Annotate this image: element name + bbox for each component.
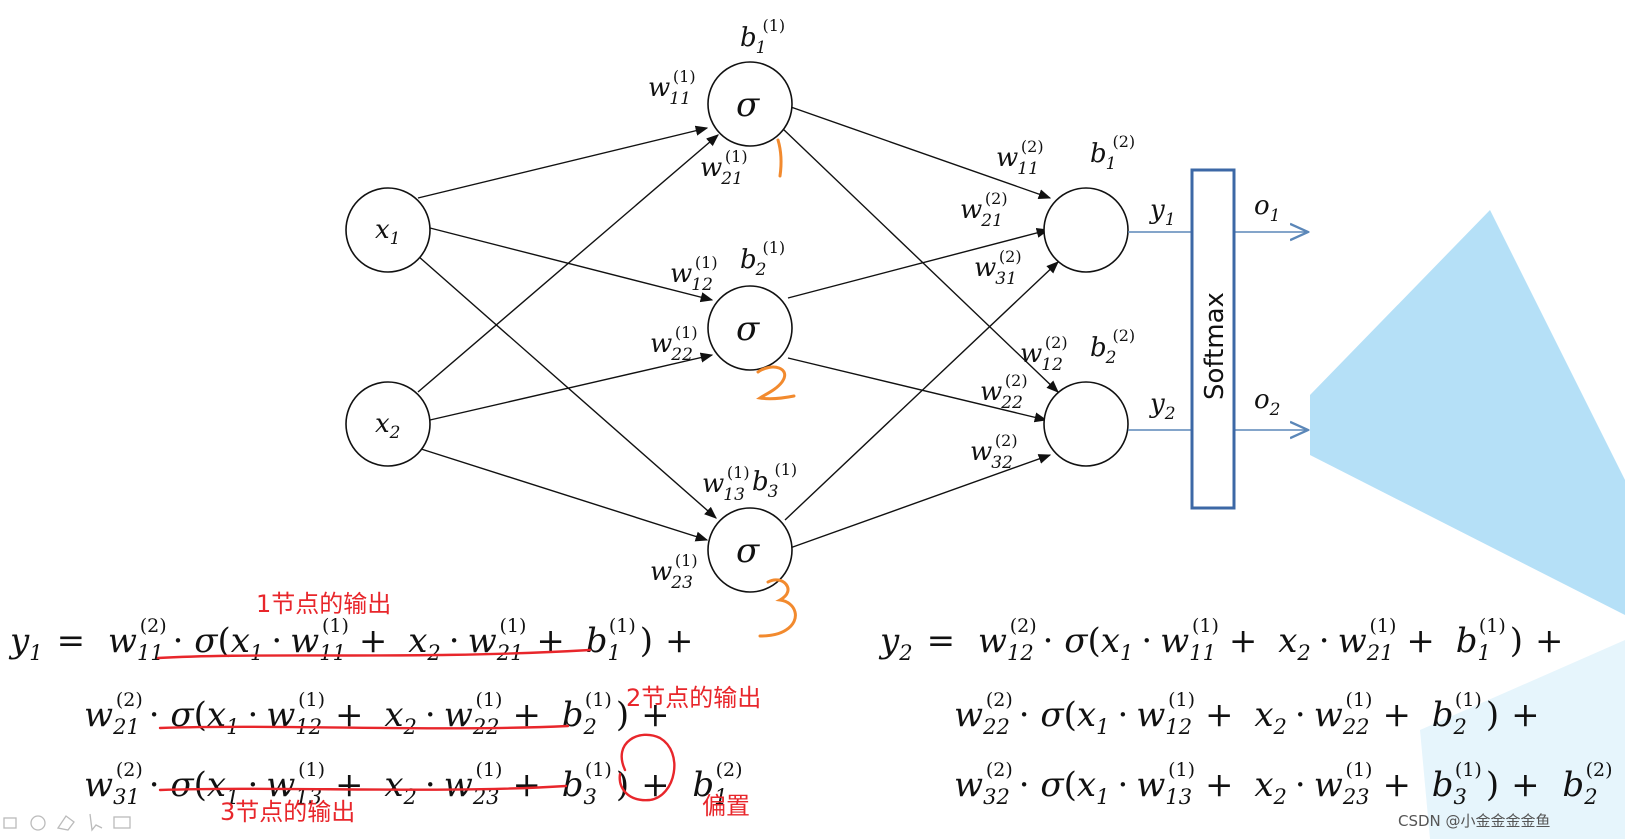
eq-y2-line2: w22(2)· σ(x1·w12(1)+ x2·w22(1)+ b2(1))+: [954, 689, 1540, 739]
label-w21-2: w21(2): [960, 189, 1008, 231]
layer2-connections: [781, 105, 1059, 549]
label-w11-2: w11(2): [996, 137, 1044, 179]
edge-x1-h2: [429, 227, 714, 303]
edge-h2-o1: [787, 227, 1050, 299]
sigma-symbol-1: σ: [736, 85, 760, 125]
label-o2: o2: [1254, 385, 1280, 420]
sigma-symbol-2: σ: [736, 309, 760, 349]
output-lines: [1128, 232, 1308, 430]
eq-y1-line1: y1= w11(2)· σ(x1·w11(1)+ x2·w21(1)+ b1(1…: [8, 615, 694, 665]
edge-x1-h1: [417, 125, 709, 199]
hidden-node-1: [707, 61, 793, 147]
mark-node-2: [756, 365, 796, 401]
orange-node-marks: [756, 138, 797, 638]
edge-h3-o1: [784, 261, 1059, 521]
camera-icon[interactable]: [113, 816, 131, 829]
hidden-node-3: [707, 507, 793, 593]
edge-x2-h1: [417, 134, 719, 393]
equation-y1: y1= w11(2)· σ(x1·w11(1)+ x2·w21(1)+ b1(1…: [8, 615, 742, 809]
label-b2-2: b2(2): [1090, 326, 1135, 368]
pointer-icon[interactable]: [89, 813, 103, 832]
label-w31-2: w31(2): [974, 247, 1022, 289]
input-node-x2: [345, 381, 431, 467]
edge-h2-o2: [787, 357, 1048, 423]
label-b1-1: b1(1): [740, 16, 785, 58]
softmax-label: Softmax: [1200, 292, 1230, 400]
underline-node3: [158, 784, 568, 792]
label-b2-1: b2(1): [740, 238, 785, 280]
label-w12-1: w12(1): [670, 253, 718, 295]
note-bias: 偏置: [702, 792, 750, 820]
label-x2: x2: [375, 409, 401, 443]
underline-node2: [158, 724, 570, 730]
eq-y1-line2: w21(2)· σ(x1·w12(1)+ x2·w22(1)+ b2(1))+: [84, 689, 670, 739]
label-w12-2: w12(2): [1020, 333, 1068, 375]
sigma-symbol-3: σ: [736, 531, 760, 571]
note-node1-output: 1节点的输出: [256, 590, 391, 618]
edge-h3-o2: [789, 454, 1052, 549]
eraser-icon[interactable]: [56, 815, 75, 831]
mark-node-1: [776, 138, 783, 178]
label-w22-1: w22(1): [650, 323, 698, 365]
input-node-x1: [345, 187, 431, 273]
edge-x1-h3: [417, 255, 717, 519]
csdn-watermark: CSDN @小金金金金鱼: [1398, 812, 1551, 830]
edge-h1-o2: [781, 127, 1059, 393]
eq-y2-line3: w32(2)· σ(x1·w13(1)+ x2·w23(1)+ b3(1))+ …: [954, 759, 1612, 809]
mark-node-3: [758, 578, 797, 638]
output-node-1: [1043, 187, 1129, 273]
edge-h1-o1: [787, 105, 1052, 199]
softmax-box: [1190, 168, 1236, 510]
pen-icon[interactable]: [30, 815, 46, 831]
red-annotations: [156, 648, 676, 802]
label-o1: o1: [1254, 191, 1280, 226]
label-b1-2: b1(2): [1090, 132, 1135, 174]
layer1-connections: [417, 125, 719, 542]
label-y1: y1: [1149, 195, 1176, 230]
projector-glare: [1310, 210, 1625, 839]
nodes: [345, 61, 1129, 593]
label-y2: y2: [1149, 389, 1176, 424]
note-node3-output: 3节点的输出: [220, 798, 355, 826]
output-node-2: [1043, 381, 1129, 467]
label-x1: x1: [375, 215, 401, 249]
bias-circle: [618, 733, 676, 802]
eq-y2-line1: y2= w12(2)· σ(x1·w11(1)+ x2·w21(1)+ b1(1…: [878, 615, 1564, 665]
hidden-node-2: [707, 285, 793, 371]
edge-x2-h3: [417, 447, 709, 542]
edge-x2-h2: [429, 352, 714, 421]
label-w11-1: w11(1): [648, 67, 696, 109]
note-node2-output: 2节点的输出: [626, 684, 761, 712]
label-w23-1: w23(1): [650, 551, 698, 593]
label-w21-1: w21(1): [700, 147, 748, 189]
slide-icon[interactable]: [3, 817, 17, 829]
label-b3-1: b3(1): [752, 460, 797, 502]
eq-y1-line3: w31(2)· σ(x1·w13(1)+ x2·w23(1)+ b3(1))+ …: [84, 759, 742, 809]
underline-node1: [156, 648, 592, 660]
label-w22-2: w22(2): [980, 371, 1028, 413]
presenter-toolbar[interactable]: [3, 813, 131, 832]
label-w32-2: w32(2): [970, 431, 1018, 473]
label-w13-1: w13(1): [702, 463, 750, 505]
